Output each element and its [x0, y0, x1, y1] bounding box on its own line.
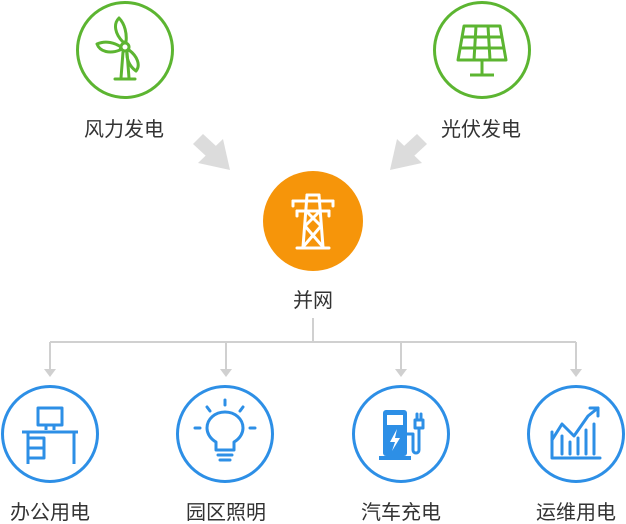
arrow-to-maintenance [570, 369, 582, 377]
wind-power-node [76, 1, 174, 99]
maintenance-power-label: 运维用电 [536, 500, 616, 524]
office-desk-computer-icon [22, 406, 78, 464]
office-power-label: 办公用电 [10, 500, 90, 524]
ev-charging-label: 汽车充电 [361, 500, 441, 524]
wind-power-label: 风力发电 [84, 117, 164, 141]
solar-power-node [433, 1, 531, 99]
solar-power-label: 光伏发电 [441, 117, 521, 141]
arrow-to-charging [395, 369, 407, 377]
grid-connection-node [263, 171, 363, 271]
ev-charger-icon [379, 410, 425, 460]
arrow-to-office [44, 369, 56, 377]
maintenance-power-node [527, 385, 625, 483]
park-lighting-label: 园区照明 [186, 500, 266, 524]
arrow-to-lighting [220, 369, 232, 377]
park-lighting-node [176, 385, 274, 483]
arrow-solar-to-grid [390, 134, 427, 170]
grid-connection-label: 并网 [293, 288, 333, 312]
light-bulb-icon [193, 398, 257, 462]
transmission-tower-icon [291, 193, 335, 250]
bar-chart-trend-icon [550, 406, 602, 460]
solar-panel-icon [456, 24, 508, 77]
ev-charging-node [352, 385, 450, 483]
wind-turbine-icon [95, 16, 140, 81]
office-power-node [1, 385, 99, 483]
arrow-wind-to-grid [193, 134, 230, 170]
